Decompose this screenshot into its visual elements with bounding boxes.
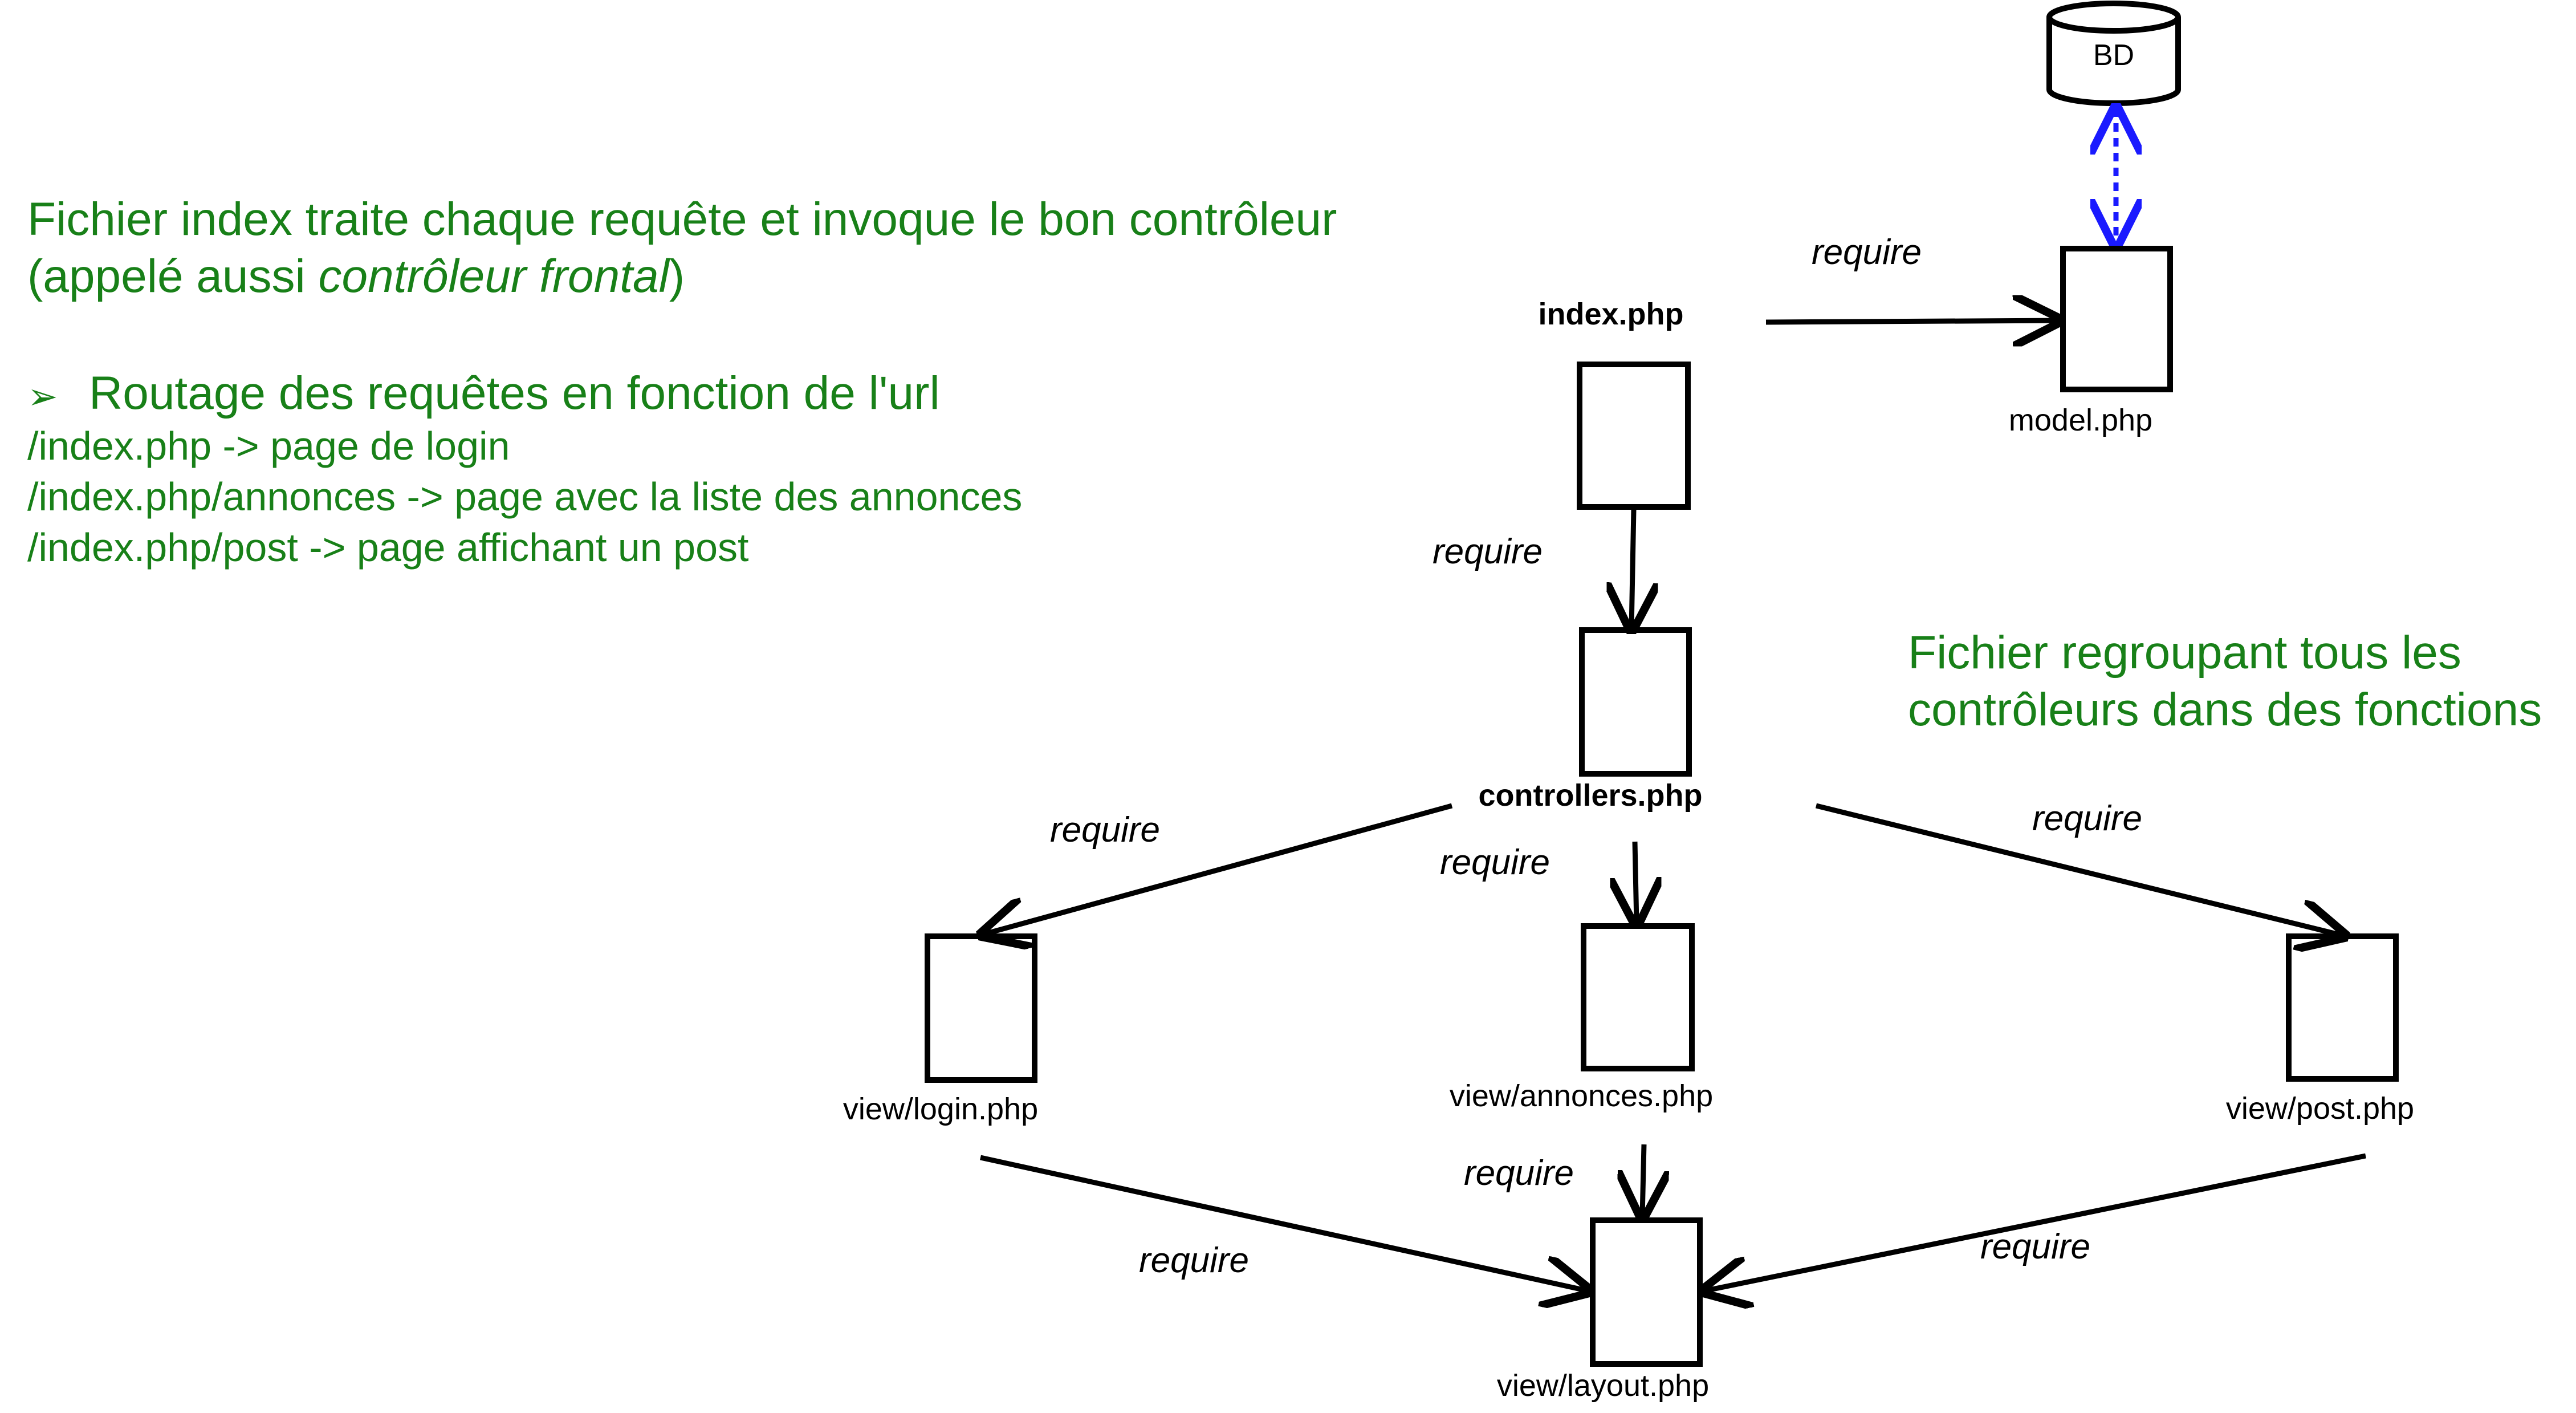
login-document-icon: [925, 933, 1037, 1083]
routing-bullet: ➢ Routage des requêtes en fonction de l'u…: [27, 365, 940, 425]
require-label-annonces-layout: require: [1464, 1154, 1574, 1193]
intro-line-2: (appelé aussi contrôleur frontal): [27, 248, 1337, 305]
route-item-login: /index.php -> page de login: [27, 424, 510, 468]
controllers-note: Fichier regroupant tous les contrôleurs …: [1908, 624, 2542, 738]
index-document-icon: [1577, 362, 1691, 510]
require-label-index-controllers: require: [1433, 532, 1543, 571]
require-label-controllers-post: require: [2032, 799, 2142, 838]
routing-bullet-text: Routage des requêtes en fonction de l'ur…: [89, 367, 940, 419]
route-item-annonces: /index.php/annonces -> page avec la list…: [27, 474, 1023, 519]
route-item-post: /index.php/post -> page affichant un pos…: [27, 525, 749, 570]
arrow-index-to-model: [1765, 320, 2059, 322]
annonces-document-icon: [1581, 923, 1695, 1071]
controllers-file-label: controllers.php: [1478, 778, 1702, 813]
arrow-annonces-to-layout: [1642, 1144, 1644, 1217]
require-label-login-layout: require: [1139, 1241, 1249, 1280]
database-label: BD: [2093, 39, 2134, 72]
intro-line-1: Fichier index traite chaque requête et i…: [27, 193, 1337, 245]
intro-line-2-end: ): [669, 250, 685, 302]
index-file-label: index.php: [1539, 297, 1684, 331]
model-document-icon: [2060, 246, 2173, 392]
require-label-controllers-annonces: require: [1440, 843, 1550, 882]
require-label-index-model: require: [1812, 233, 1922, 272]
model-file-label: model.php: [2009, 403, 2152, 437]
arrow-post-to-layout: [1704, 1153, 2366, 1291]
intro-text: Fichier index traite chaque requête et i…: [27, 191, 1337, 305]
bullet-arrow-icon: ➢: [27, 376, 58, 418]
require-label-post-layout: require: [1980, 1227, 2090, 1266]
database-node: BD: [2046, 1, 2181, 106]
database-top: [2046, 1, 2181, 34]
arrow-index-to-controllers: [1631, 509, 1634, 629]
layout-document-icon: [1590, 1217, 1703, 1367]
post-document-icon: [2286, 933, 2399, 1082]
arrow-controllers-to-post: [1815, 803, 2344, 936]
annonces-file-label: view/annonces.php: [1450, 1079, 1713, 1113]
login-file-label: view/login.php: [843, 1092, 1038, 1126]
arrow-controllers-to-annonces: [1635, 841, 1637, 924]
arrow-controllers-to-login: [982, 803, 1453, 935]
post-file-label: view/post.php: [2226, 1091, 2414, 1126]
intro-line-2-italic: contrôleur frontal: [318, 250, 669, 302]
controllers-note-line-1: Fichier regroupant tous les: [1908, 627, 2461, 679]
intro-line-2-start: (appelé aussi: [27, 250, 319, 302]
controllers-document-icon: [1579, 627, 1692, 777]
controllers-note-line-2: contrôleurs dans des fonctions: [1908, 684, 2542, 736]
layout-file-label: view/layout.php: [1497, 1369, 1709, 1403]
arrow-login-to-layout: [980, 1155, 1589, 1291]
database-icon: [2046, 17, 2181, 106]
route-list: /index.php -> page de login /index.php/a…: [27, 421, 1022, 573]
require-label-controllers-login: require: [1050, 810, 1160, 850]
